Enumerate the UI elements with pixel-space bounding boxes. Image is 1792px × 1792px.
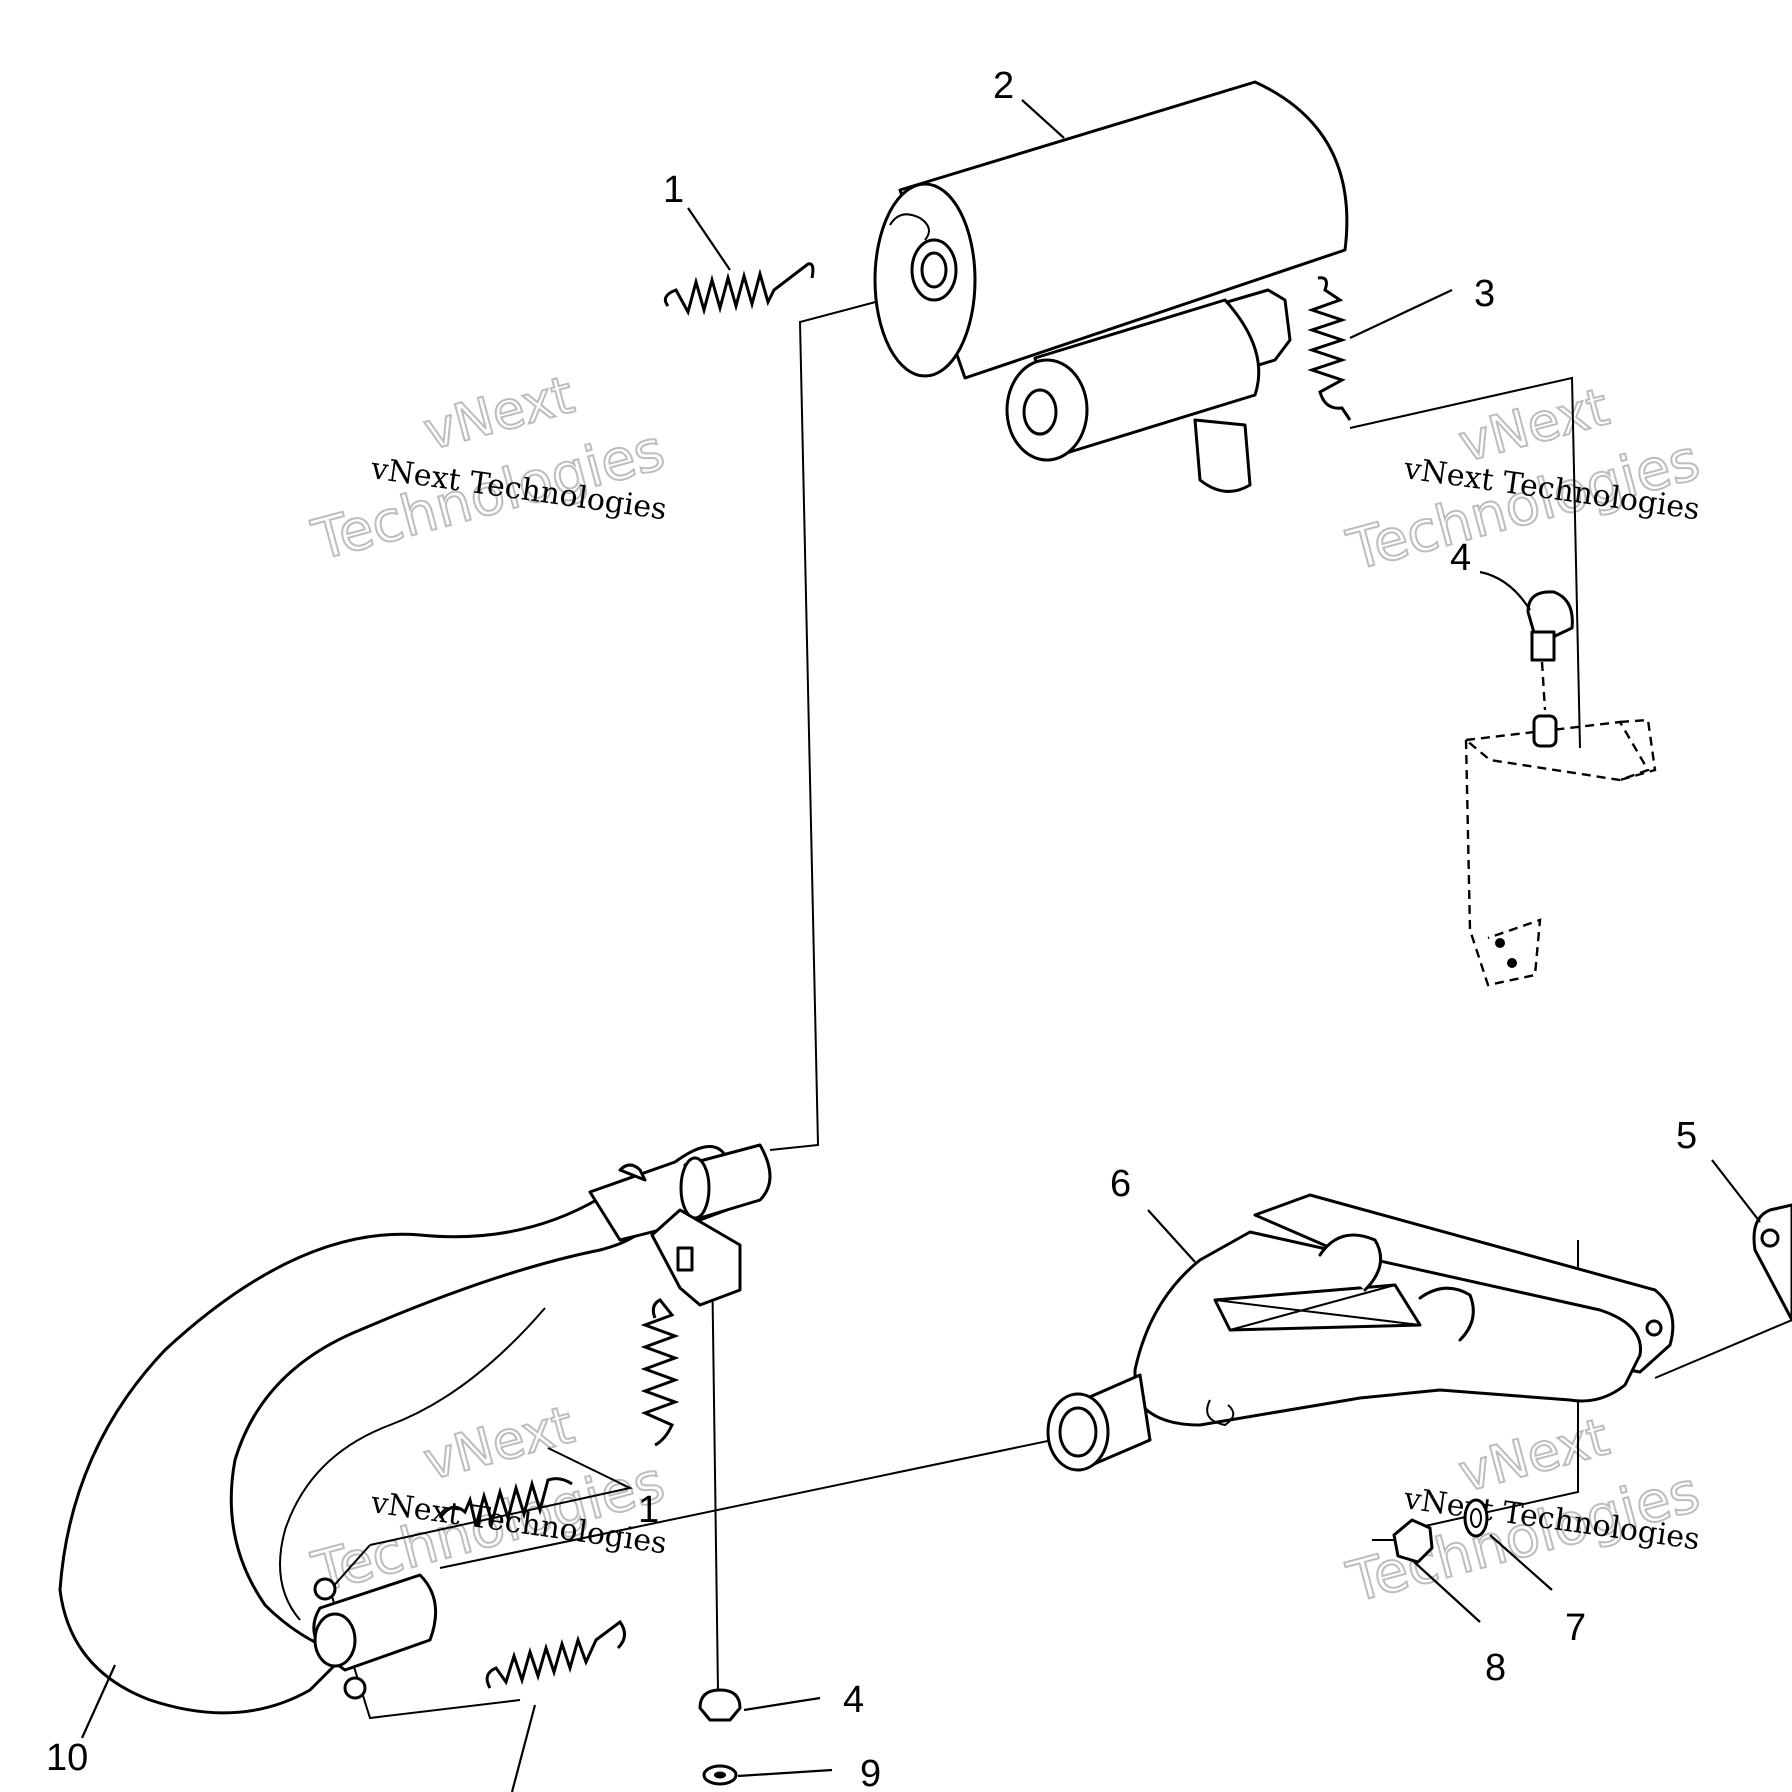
grommet-bottom [698, 1688, 742, 1722]
callout-5: 5 [1676, 1115, 1697, 1157]
callout-6: 6 [1110, 1163, 1131, 1205]
callout-4-right: 4 [1450, 537, 1471, 579]
spring-middle [438, 1477, 573, 1528]
lock-washer [1463, 1498, 1489, 1538]
grommet-head [1526, 590, 1574, 638]
nut-body [1392, 1518, 1434, 1564]
callout-8: 8 [1485, 1647, 1506, 1689]
spring-vertical [640, 1298, 680, 1447]
washer-inner [1470, 1508, 1482, 1528]
grommet-right [1526, 590, 1574, 711]
leader-1-top [687, 207, 731, 271]
manifold-port-cross [1214, 1299, 1421, 1326]
manifold-port-cross [1229, 1284, 1396, 1331]
callout-2: 2 [993, 65, 1014, 107]
manifold-upper-port [1318, 1233, 1383, 1292]
spring-muffler-right [1307, 276, 1352, 421]
exhaust-pipe [58, 1143, 772, 1715]
bracket-post [1532, 714, 1558, 748]
exhaust-bracket-slot [676, 1246, 694, 1272]
alignment-line-spring-mid [369, 1447, 634, 1546]
watermark-top-right: vNext Technologies vNext Technologies [1340, 376, 1707, 585]
callout-1-middle: 1 [638, 1489, 659, 1531]
leader-5 [1711, 1159, 1761, 1223]
grommet-stem [1530, 630, 1556, 662]
leader-lines [80, 99, 1761, 1792]
bracket-ear [1619, 718, 1657, 782]
leader-8 [1411, 1559, 1481, 1623]
manifold-spring-hook [1206, 1399, 1235, 1427]
alignment-line-grommet [711, 1254, 719, 1693]
callout-1-top: 1 [663, 169, 684, 211]
bracket-hole [1495, 938, 1505, 948]
muffler-body [898, 80, 1349, 380]
callout-10: 10 [46, 1737, 88, 1779]
muffler-inlet-bore [920, 251, 948, 289]
gasket-hole [1760, 1228, 1780, 1248]
manifold-body [1133, 1230, 1642, 1427]
manifold-inlet-bore [1058, 1406, 1098, 1458]
leader-6 [1147, 1209, 1196, 1263]
leader-3 [1349, 289, 1453, 339]
exhaust-outlet-tab [343, 1676, 367, 1700]
grommet-dash-line [1540, 661, 1547, 711]
alignment-line-muffler-to-pipe [769, 284, 941, 1151]
muffler-drop-outlet [1193, 418, 1252, 493]
bracket-leg [1464, 739, 1542, 987]
exhaust-pipe-bracket [650, 1208, 742, 1307]
callouts: 1 2 3 4 5 6 1 7 8 4 9 10 [46, 65, 1697, 1792]
exhaust-outlet-tab [313, 1577, 337, 1601]
callout-4-bottom: 4 [843, 1679, 864, 1721]
muffler [873, 80, 1349, 493]
exhaust-pipe-hook [618, 1163, 647, 1182]
exhaust-pipe-inner-curve [279, 1307, 546, 1621]
alignment-line-gasket [1654, 1319, 1792, 1379]
exhaust-manifold [1046, 1193, 1675, 1472]
muffler-outlet-bore [1022, 388, 1058, 436]
exhaust-spigot-end [679, 1156, 711, 1220]
bracket-hole [1507, 958, 1517, 968]
watermark-bottom-left: vNext Technologies vNext Technologies [305, 1394, 672, 1607]
muffler-outlet-tube [1033, 298, 1261, 457]
manifold-lower-port [1418, 1286, 1475, 1342]
callout-3: 3 [1474, 273, 1495, 315]
watermark-bottom-right: vNext Technologies vNext Technologies [1340, 1406, 1707, 1617]
hex-nut [1372, 1518, 1434, 1564]
callout-9: 9 [860, 1753, 881, 1792]
alignment-line-spring-to-bracket [1349, 376, 1581, 749]
leader-4-right [1479, 570, 1531, 611]
spring-top [663, 262, 815, 317]
manifold-stud-hole [1645, 1319, 1663, 1337]
exhaust-outlet-end [313, 1612, 357, 1668]
leader-7 [1489, 1534, 1553, 1591]
alignment-line-pipe-to-manifold [439, 1427, 1111, 1569]
leader-9 [737, 1768, 833, 1778]
exhaust-gasket [1752, 1203, 1792, 1322]
leader-2 [1021, 99, 1065, 139]
leader-1-bottom [510, 1704, 537, 1792]
spring-bottom [485, 1619, 626, 1689]
washer-outer [1463, 1498, 1489, 1538]
leader-10 [80, 1664, 117, 1739]
frame-bracket-dashed [1464, 714, 1657, 987]
watermark-top-left: vNext Technologies vNext Technologies [305, 364, 672, 575]
bracket-top-plate [1465, 720, 1650, 782]
washer-bottom-hole [714, 1771, 726, 1779]
leader-4-bottom [743, 1696, 821, 1712]
callout-7: 7 [1565, 1607, 1586, 1649]
muffler-spring-hook [889, 213, 930, 241]
exhaust-pipe-body [58, 1196, 652, 1715]
